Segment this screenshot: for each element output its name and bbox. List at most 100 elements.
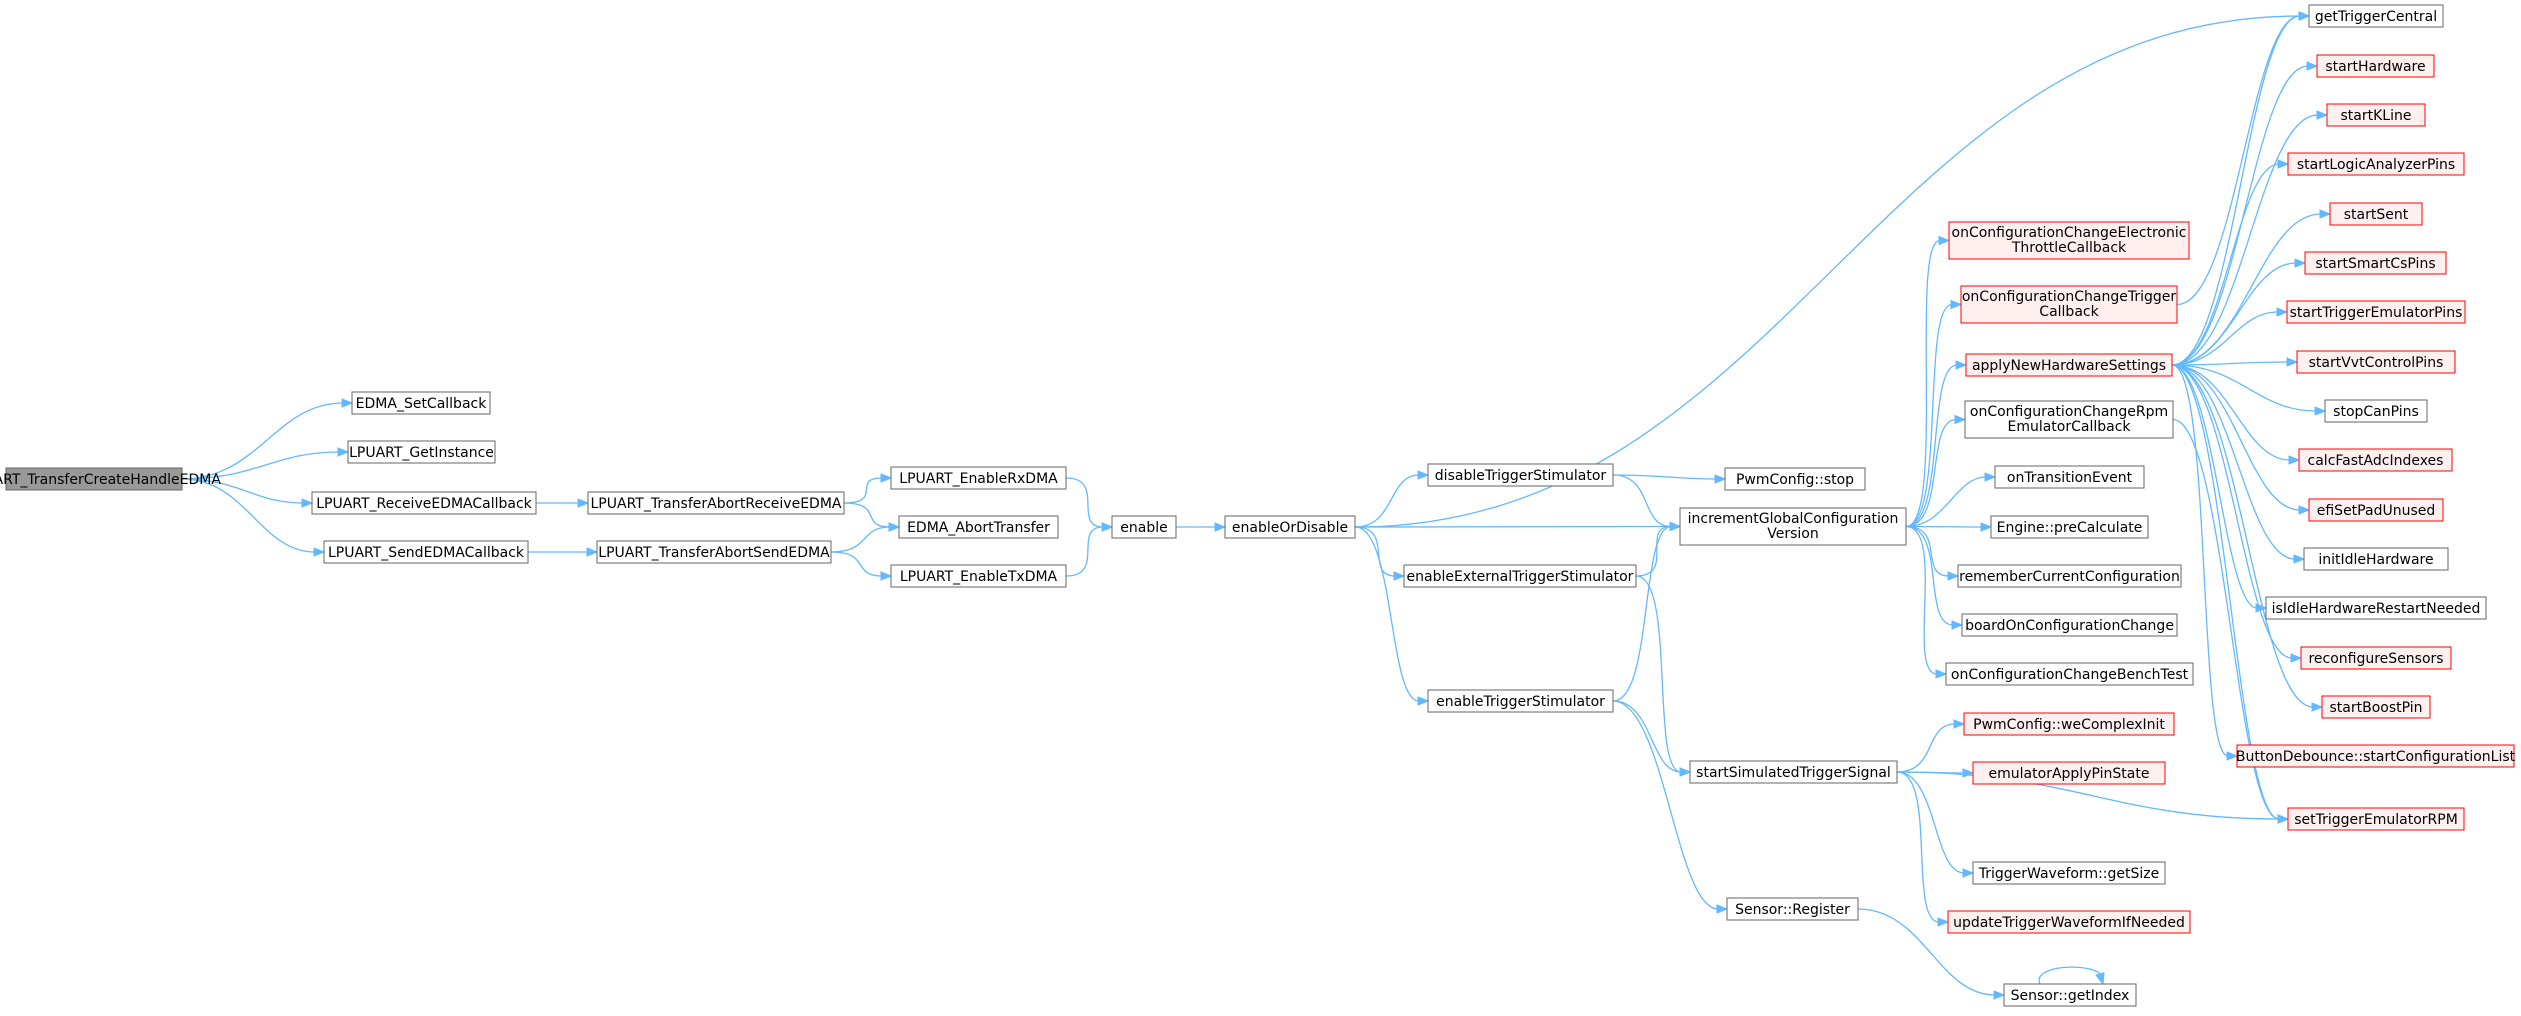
edge-root-to-edma_setcb [181,398,354,480]
node-box [2300,646,2452,670]
node-pwmconfig-stop[interactable]: PwmConfig::stop [1724,467,1866,491]
node-initidlehardware[interactable]: initIdleHardware [2303,547,2449,571]
node-box [2003,983,2137,1007]
node-label: onTransitionEvent [2007,470,2133,486]
node-sensor-register[interactable]: Sensor::Register [1726,897,1859,921]
node-lpuart-sendedmacallback[interactable]: LPUART_SendEDMACallback [323,540,529,564]
node-disabletriggerstimulator[interactable]: disableTriggerStimulator [1427,463,1614,487]
node-pwmconfig-wecomplexinit[interactable]: PwmConfig::weComplexInit [1963,712,2175,736]
edge-line [2171,364,2293,659]
edge-startsim-to-trigwaveget [1896,771,1975,878]
edge-applynew-to-gettrigcentral [2171,11,2311,366]
edge-enableordisable-to-gettrigcentral [1354,11,2311,528]
node-calcfastadcindexes[interactable]: calcFastAdcIndexes [2298,448,2453,472]
node-startsimulatedtriggersignal[interactable]: startSimulatedTriggerSignal [1689,760,1898,784]
edge-arrowhead [2290,653,2303,663]
node-label: initIdleHardware [2318,552,2433,568]
node-startvvtcontrolpins[interactable]: startVvtControlPins [2296,350,2456,374]
node-lpuart-transferabortsendedma[interactable]: LPUART_TransferAbortSendEDMA [596,540,832,564]
node-applynewhardwaresettings[interactable]: applyNewHardwareSettings [1965,353,2173,377]
node-startsent[interactable]: startSent [2329,202,2423,226]
node-label: enable [1120,520,1167,536]
node-sensor-getindex[interactable]: Sensor::getIndex [2003,983,2137,1007]
node-efisetpadunused[interactable]: efiSetPadUnused [2308,498,2444,522]
node-label: onConfigurationChangeRpm [1970,404,2168,420]
edge-enableordisable-to-enableexttrig [1354,526,1406,581]
node-boardonconfigurationchange[interactable]: boardOnConfigurationChange [1961,613,2178,637]
node-label: EDMA_SetCallback [356,396,488,412]
node-edma-setcallback[interactable]: EDMA_SetCallback [351,391,491,415]
node-enableordisable[interactable]: enableOrDisable [1224,515,1356,539]
node-box [2304,251,2447,275]
node-onconfigurationchangebenchtest[interactable]: onConfigurationChangeBenchTest [1945,662,2194,686]
node-triggerwaveform-getsize[interactable]: TriggerWaveform::getSize [1972,861,2166,885]
node-box [1990,515,2149,539]
node-starttriggeremulatorpins[interactable]: startTriggerEmulatorPins [2286,300,2466,324]
edge-enabletrig-to-sensorreg [1612,700,1729,914]
node-stopcanpins[interactable]: stopCanPins [2324,399,2428,423]
nodes-layer: LPUART_TransferCreateHandleEDMA EDMA_SetC… [0,4,2516,1007]
node-box [1724,467,1866,491]
node-lpuart-getinstance[interactable]: LPUART_GetInstance [347,440,496,464]
node-lpuart-transferabortreceiveedma[interactable]: LPUART_TransferAbortReceiveEDMA [587,491,845,515]
node-onconfigurationchangeelectronicthrottlecallback[interactable]: onConfigurationChangeElectronicThrottleC… [1948,221,2190,260]
node-reconfiguresensors[interactable]: reconfigureSensors [2300,646,2452,670]
node-label: Engine::preCalculate [1997,520,2143,536]
edge-arrowhead [341,398,354,408]
node-engine-precalculate[interactable]: Engine::preCalculate [1990,515,2149,539]
node-enable[interactable]: enable [1111,515,1177,539]
node-startlogicanalyzerpins[interactable]: startLogicAnalyzerPins [2287,152,2465,176]
node-starthardware[interactable]: startHardware [2316,54,2435,78]
node-label: applyNewHardwareSettings [1972,358,2166,374]
node-enabletriggerstimulator[interactable]: enableTriggerStimulator [1427,689,1614,713]
node-startboostpin[interactable]: startBoostPin [2321,695,2431,719]
edge-arrowhead [577,498,590,508]
edge-line [1354,15,2301,528]
edge-line [2171,311,2279,366]
node-box [2308,4,2444,28]
edge-arrowhead [880,473,893,483]
node-settriggeremulatorrpm[interactable]: setTriggerEmulatorRPM [2287,807,2465,831]
edge-arrowhead [1980,522,1993,532]
edge-disabletrig-to-pwmstop [1612,474,1727,484]
node-label: EmulatorCallback [2007,419,2131,435]
node-enableexternaltriggerstimulator[interactable]: enableExternalTriggerStimulator [1403,564,1637,588]
node-lpuart-enablerxdma[interactable]: LPUART_EnableRxDMA [890,466,1067,490]
node-box [1427,463,1614,487]
node-lpuart-transfercreatehandleedma[interactable]: LPUART_TransferCreateHandleEDMA [0,467,221,491]
edge-line [2171,364,2258,609]
edge-startsim-to-updatetrigwave [1896,771,1950,927]
edge-line [1635,575,1682,773]
edge-arrowhead [2286,357,2299,367]
node-gettriggercentral[interactable]: getTriggerCentral [2308,4,2444,28]
edge-incglobal-to-remembercur [1905,525,1960,581]
node-ontransitionevent[interactable]: onTransitionEvent [1994,465,2145,489]
node-box [1427,689,1614,713]
node-label: rememberCurrentConfiguration [1959,569,2180,585]
node-lpuart-enabletxdma[interactable]: LPUART_EnableTxDMA [890,564,1067,588]
node-box [1963,712,2175,736]
edge-line [2171,262,2297,366]
node-remembercurrentconfiguration[interactable]: rememberCurrentConfiguration [1957,564,2182,588]
node-isidlehardwarerestartneeded[interactable]: isIdleHardwareRestartNeeded [2265,596,2487,620]
node-updatetriggerwaveformifneeded[interactable]: updateTriggerWaveformIfNeeded [1947,910,2191,934]
edge-enable-to-enableordisable [1176,522,1227,532]
node-emulatorapplypinstate[interactable]: emulatorApplyPinState [1972,761,2166,785]
node-edma-aborttransfer[interactable]: EDMA_AbortTransfer [898,515,1059,539]
node-startsmartcspins[interactable]: startSmartCsPins [2304,251,2447,275]
edge-line [181,478,304,504]
edge-line [1905,525,1938,675]
node-lpuart-receiveedmacallback[interactable]: LPUART_ReceiveEDMACallback [311,491,537,515]
node-label: getTriggerCentral [2315,9,2437,25]
edge-arrowhead [1417,470,1430,480]
node-box [2296,350,2456,374]
node-label: updateTriggerWaveformIfNeeded [1953,915,2185,931]
node-box [5,467,183,491]
node-buttondebounce-startconfigurationlist[interactable]: ButtonDebounce::startConfigurationList [2236,744,2516,768]
node-startkline[interactable]: startKLine [2326,103,2426,127]
node-box [1679,507,1907,546]
